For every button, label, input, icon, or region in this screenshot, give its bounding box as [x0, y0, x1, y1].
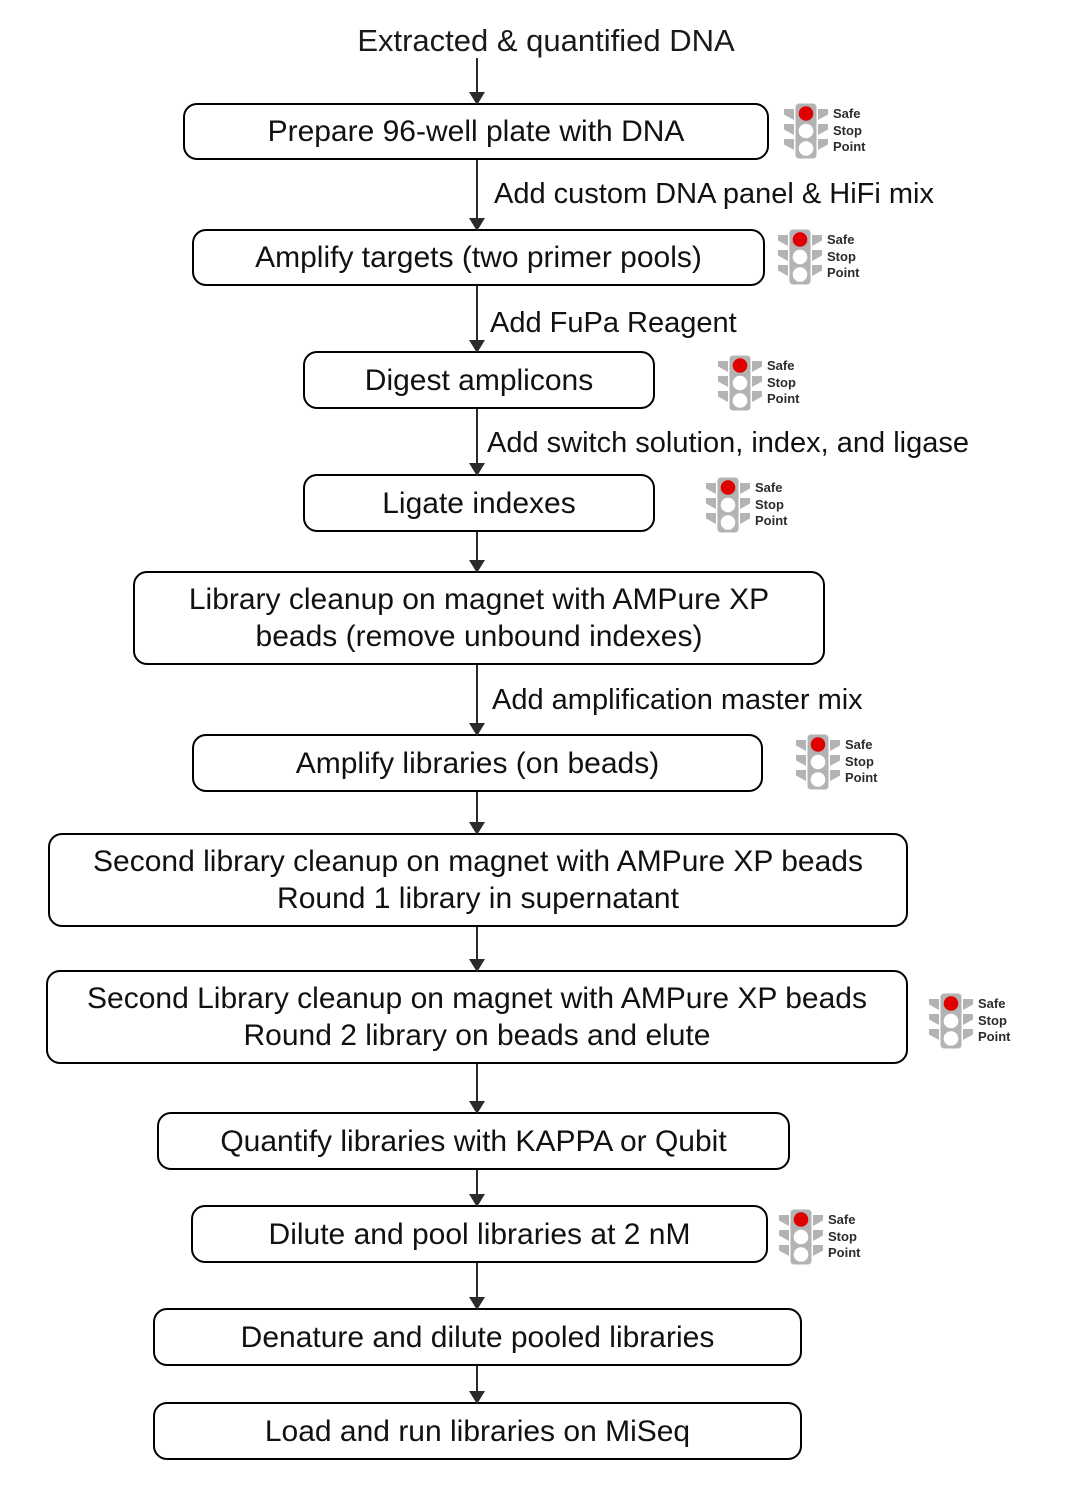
- flow-arrowhead-icon: [469, 1194, 485, 1207]
- flow-connector: [476, 1064, 478, 1102]
- flow-node-label: Ligate indexes: [382, 486, 576, 520]
- flow-node-label: Second library cleanup on magnet with AM…: [93, 845, 863, 915]
- flow-node[interactable]: Prepare 96-well plate with DNA: [183, 103, 769, 160]
- flow-node[interactable]: Second Library cleanup on magnet with AM…: [46, 970, 908, 1064]
- flow-arrowhead-icon: [469, 1391, 485, 1404]
- flow-connector: [476, 286, 478, 341]
- badge-line: Stop: [755, 496, 784, 512]
- edge-label: Add amplification master mix: [492, 684, 863, 716]
- diagram-title: Extracted & quantified DNA: [357, 23, 735, 58]
- flow-node[interactable]: Library cleanup on magnet with AMPure XP…: [133, 571, 825, 665]
- badge-line: Safe: [828, 1212, 856, 1228]
- flow-connector: [476, 1263, 478, 1298]
- flow-arrowhead-icon: [469, 463, 485, 476]
- flow-node-label: Library cleanup on magnet with AMPure XP…: [188, 583, 770, 653]
- flow-node[interactable]: Denature and dilute pooled libraries: [153, 1308, 802, 1366]
- badge-line: Point: [833, 139, 866, 155]
- flow-node-label: Amplify libraries (on beads): [295, 746, 660, 780]
- flow-connector: [476, 792, 478, 823]
- flow-node-label: Digest amplicons: [364, 363, 594, 397]
- badge-line: Safe: [755, 480, 783, 496]
- flow-node[interactable]: Quantify libraries with KAPPA or Qubit: [157, 1112, 790, 1170]
- badge-line: Stop: [767, 374, 796, 390]
- traffic-light-icon: [928, 993, 974, 1049]
- badge-line: Stop: [845, 753, 874, 769]
- flow-node[interactable]: Amplify libraries (on beads): [192, 734, 763, 792]
- flow-arrowhead-icon: [469, 822, 485, 835]
- flow-connector: [476, 927, 478, 960]
- badge-line: Point: [827, 265, 860, 281]
- badge-line: Point: [828, 1245, 861, 1261]
- flow-connector: [476, 58, 478, 93]
- flow-node[interactable]: Dilute and pool libraries at 2 nM: [191, 1205, 768, 1263]
- flow-node-label: Denature and dilute pooled libraries: [240, 1320, 715, 1354]
- badge-line: Point: [755, 513, 788, 529]
- badge-line: Stop: [827, 248, 856, 264]
- flow-arrowhead-icon: [469, 340, 485, 353]
- traffic-light-icon: [777, 229, 823, 285]
- flow-arrowhead-icon: [469, 218, 485, 231]
- flow-node-label: Amplify targets (two primer pools): [255, 241, 702, 274]
- flow-node[interactable]: Digest amplicons: [303, 351, 655, 409]
- flow-arrowhead-icon: [469, 1101, 485, 1114]
- flow-node[interactable]: Load and run libraries on MiSeq: [153, 1402, 802, 1460]
- flow-connector: [476, 1170, 478, 1195]
- flow-node[interactable]: Second library cleanup on magnet with AM…: [48, 833, 908, 927]
- edge-label: Add switch solution, index, and ligase: [487, 427, 970, 459]
- badge-line: Safe: [827, 232, 855, 248]
- flow-node[interactable]: Ligate indexes: [303, 474, 655, 532]
- badge-line: Point: [845, 770, 878, 786]
- traffic-light-icon: [783, 103, 829, 159]
- edge-label: Add custom DNA panel & HiFi mix: [494, 178, 934, 210]
- flow-node-label: Quantify libraries with KAPPA or Qubit: [220, 1124, 727, 1158]
- flow-node-label: Dilute and pool libraries at 2 nM: [268, 1217, 691, 1251]
- badge-line: Stop: [833, 122, 862, 138]
- flow-arrowhead-icon: [469, 723, 485, 736]
- badge-line: Stop: [978, 1012, 1007, 1028]
- badge-line: Point: [767, 391, 800, 407]
- badge-line: Safe: [845, 737, 873, 753]
- flow-connector: [476, 1366, 478, 1392]
- badge-line: Point: [978, 1029, 1011, 1045]
- flow-connector: [476, 532, 478, 561]
- badge-line: Safe: [767, 358, 795, 374]
- flow-arrowhead-icon: [469, 1297, 485, 1310]
- flow-arrowhead-icon: [469, 92, 485, 105]
- flow-connector: [476, 409, 478, 464]
- flow-node-label: Second Library cleanup on magnet with AM…: [87, 982, 867, 1052]
- flow-node-label: Prepare 96-well plate with DNA: [267, 115, 685, 148]
- flow-arrowhead-icon: [469, 959, 485, 972]
- badge-line: Safe: [833, 106, 861, 122]
- edge-label: Add FuPa Reagent: [490, 307, 737, 339]
- flow-node-label: Load and run libraries on MiSeq: [264, 1414, 691, 1448]
- flow-connector: [476, 665, 478, 724]
- traffic-light-icon: [778, 1209, 824, 1265]
- traffic-light-icon: [717, 355, 763, 411]
- flow-node[interactable]: Amplify targets (two primer pools): [192, 229, 765, 286]
- traffic-light-icon: [705, 477, 751, 533]
- badge-line: Safe: [978, 996, 1006, 1012]
- flow-arrowhead-icon: [469, 560, 485, 573]
- flow-connector: [476, 160, 478, 219]
- badge-line: Stop: [828, 1228, 857, 1244]
- traffic-light-icon: [795, 734, 841, 790]
